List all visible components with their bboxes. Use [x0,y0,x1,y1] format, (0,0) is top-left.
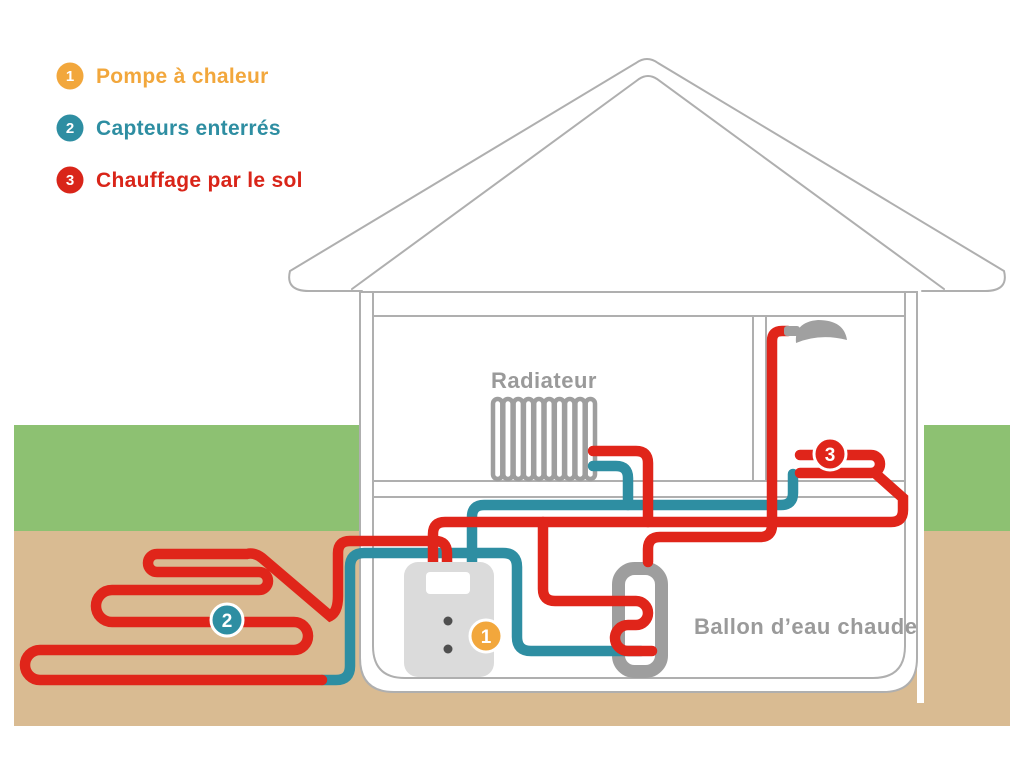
pipe-floor-heating-coil [794,449,886,479]
legend-badge-2-icon [56,114,84,142]
heat-pump-unit [404,562,494,677]
pipe-radiator-supply [587,445,654,528]
water-tank-label: Ballon d’eau chaude [694,614,917,639]
radiator-label: Radiateur [491,368,597,393]
svg-text:1: 1 [481,627,492,648]
pump-button [443,644,453,654]
legend-label-collectors: Capteurs enterrés [96,117,281,140]
pipe-tank-to-shower [642,325,794,568]
grass-band-left [14,425,360,531]
legend: 1 Pompe à chaleur 2 Capteurs enterrés 3 … [56,62,303,194]
interior-walls [373,315,905,498]
badge-floor-heating: 3 [812,436,848,472]
legend-badge-3-icon [56,166,84,194]
svg-text:3: 3 [825,445,836,466]
shower-icon [784,320,847,343]
legend-item-collectors: 2 Capteurs enterrés [56,114,281,142]
pipe-ground-loop [19,535,453,686]
svg-text:3: 3 [66,172,74,189]
legend-label-pump: Pompe à chaleur [96,65,269,88]
svg-text:2: 2 [66,120,74,137]
radiator-icon [490,396,598,482]
legend-badge-1-icon [56,62,84,90]
pipe-tank-coil [537,516,658,657]
legend-item-floor-heating: 3 Chauffage par le sol [56,166,303,194]
svg-text:1: 1 [66,68,74,85]
house-outer-wall [359,291,918,693]
pipe-supply-main [427,468,909,574]
badge-pump: 1 [468,618,504,654]
svg-text:2: 2 [222,611,233,632]
grass-band-right [924,425,1010,531]
hot-pipes [19,325,909,686]
pump-display [426,572,470,594]
legend-label-floor-heating: Chauffage par le sol [96,169,303,192]
wall-gap [917,531,924,703]
legend-item-pump: 1 Pompe à chaleur [56,62,269,90]
badge-collectors: 2 [209,602,245,638]
roof-inner-line [351,75,945,290]
roof-outer-line [288,58,1006,292]
pump-button [443,616,453,626]
pipe-radiator-return [587,460,634,511]
